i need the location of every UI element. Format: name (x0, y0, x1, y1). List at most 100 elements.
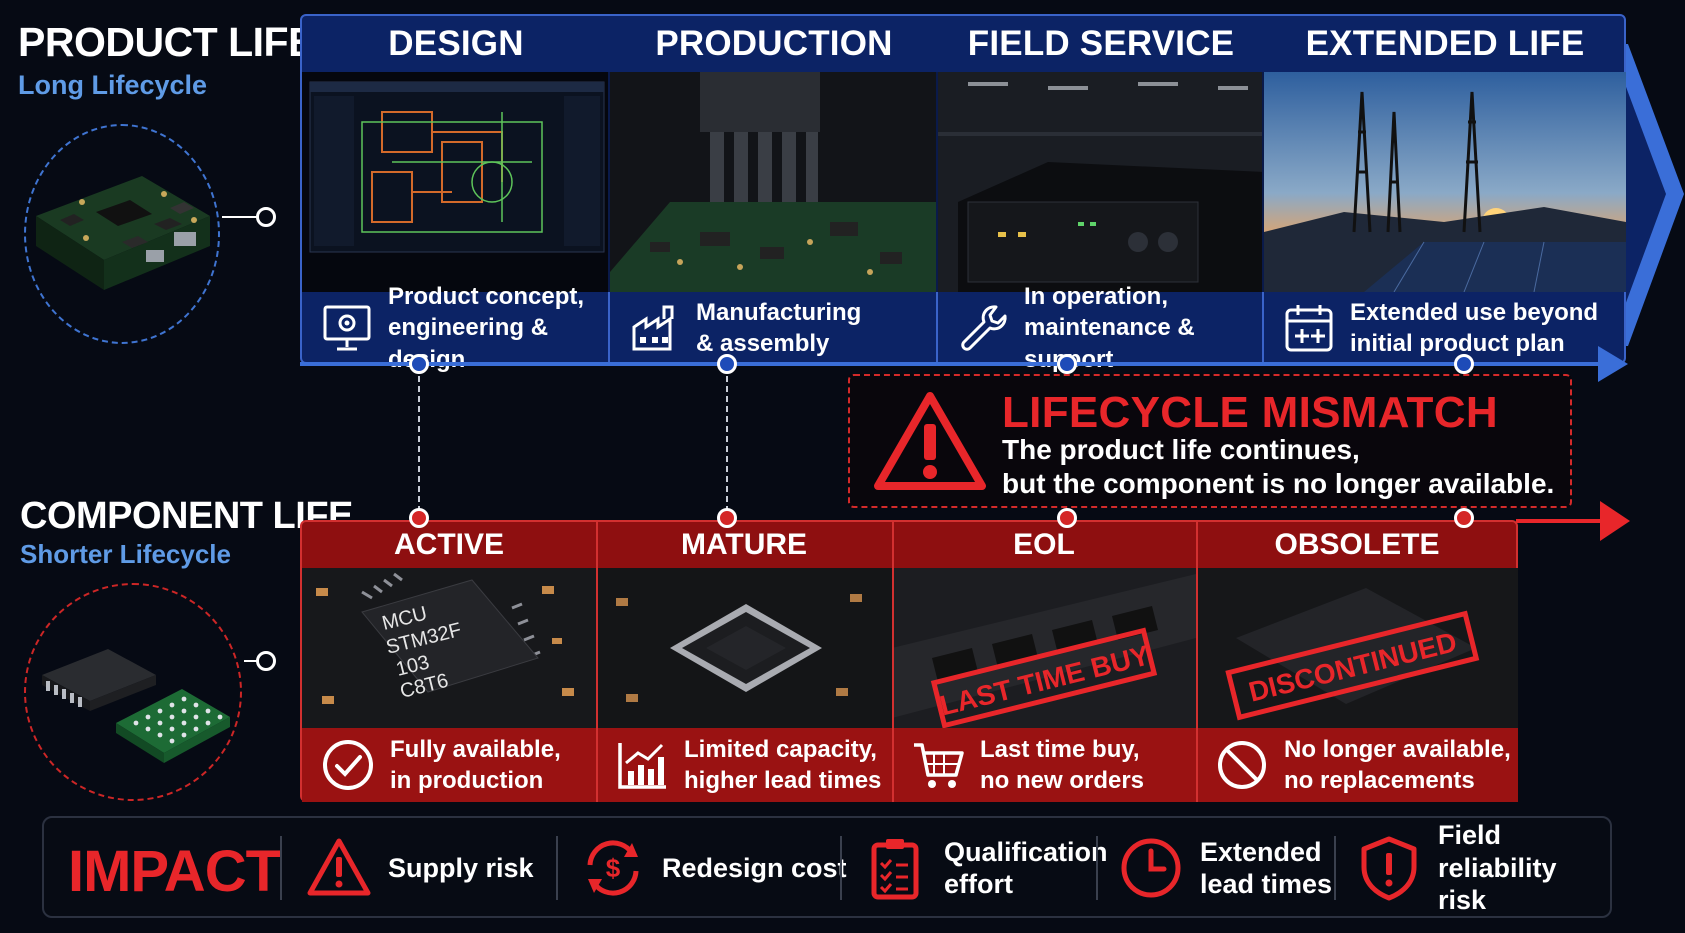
impact-extended-lead-times: Extended lead times (1118, 818, 1332, 918)
product-link-node (256, 207, 276, 227)
product-timeline-axis (300, 362, 1600, 366)
impact-item-3-line2: effort (944, 869, 1013, 899)
impact-supply-risk: Supply risk (306, 818, 534, 918)
dollar-cycle-icon: $ (587, 840, 639, 896)
eol-line2: no new orders (980, 767, 1145, 794)
equipment-rack-illustration (938, 72, 1262, 292)
component-divider-2 (892, 522, 894, 802)
impact-qualification-effort: Qualification effort (862, 818, 1108, 918)
clock-icon (1121, 838, 1181, 898)
component-node-obsolete (1454, 508, 1474, 528)
product-life-subtitle: Long Lifecycle (18, 70, 208, 100)
component-timeline-axis (1516, 519, 1616, 523)
cart-icon (914, 743, 964, 788)
extended-life-photo (1264, 72, 1626, 292)
active-line1: Fully available, (390, 735, 561, 763)
component-link-line (244, 660, 258, 662)
product-node-production (717, 354, 737, 374)
ic-chips-illustration (42, 649, 230, 763)
impact-separator (1334, 836, 1336, 900)
mcu-chip-illustration: MCU STM32F 103 C8T6 (302, 568, 596, 728)
field-service-description: In operation, maintenance & support (938, 283, 1264, 373)
active-line2: in production (390, 767, 544, 794)
lifecycle-mismatch-callout: LIFECYCLE MISMATCH The product life cont… (848, 374, 1572, 508)
obsolete-line2: no replacements (1284, 767, 1475, 794)
qfp-chip-illustration (596, 568, 892, 728)
calendar-plus-icon (1285, 305, 1333, 352)
component-life-subtitle: Shorter Lifecycle (20, 539, 231, 569)
component-link-node (256, 651, 276, 671)
impact-item-2-line1: Redesign cost (662, 852, 847, 883)
product-node-design (409, 354, 429, 374)
monitor-gear-icon (323, 305, 371, 351)
circuit-board-illustration (36, 176, 210, 290)
component-divider-1 (596, 522, 598, 802)
mismatch-line1: The product life continues, (1002, 434, 1360, 465)
eol-chips-photo: LAST TIME BUY (892, 568, 1196, 728)
product-link-line (222, 216, 258, 218)
trend-chart-icon (618, 743, 666, 789)
phase-head-design: DESIGN (388, 24, 524, 63)
component-node-active (409, 508, 429, 528)
connector-design-active (418, 376, 420, 512)
chip-reel-illustration: LAST TIME BUY (892, 568, 1196, 728)
product-life-title: PRODUCT LIFE (18, 19, 315, 65)
field-service-line1: In operation, (1024, 283, 1168, 311)
impact-separator (280, 836, 282, 900)
product-node-extended-life (1454, 354, 1474, 374)
discontinued-stamp (1225, 610, 1480, 721)
obsolete-line1: No longer available, (1284, 735, 1511, 763)
active-chip-photo: MCU STM32F 103 C8T6 (302, 568, 596, 728)
design-line1: Product concept, (388, 283, 585, 311)
impact-separator (1096, 836, 1098, 900)
wrench-icon (961, 305, 1007, 351)
component-chip-circle (24, 583, 242, 801)
dollar-glyph: $ (606, 853, 621, 883)
cad-screen-illustration (302, 81, 608, 292)
phase-head-field-service: FIELD SERVICE (967, 24, 1235, 63)
impact-item-4-line2: lead times (1200, 869, 1333, 899)
field-service-line2: maintenance & support (1024, 314, 1195, 372)
impact-item-1-line1: Supply risk (388, 852, 534, 883)
impact-field-reliability-risk: Field reliability risk (1356, 818, 1610, 918)
obsolete-chip-photo: DISCONTINUED (1196, 568, 1518, 728)
impact-bar: IMPACT Supply risk $ Redesign cost (42, 816, 1612, 918)
impact-separator (556, 836, 558, 900)
production-description: Manufacturing & assembly (610, 292, 938, 364)
eol-line1: Last time buy, (980, 735, 1140, 763)
connector-production-mature (726, 376, 728, 512)
mature-line2: higher lead times (684, 767, 882, 794)
phase-head-extended-life: EXTENDED LIFE (1305, 24, 1585, 63)
mature-line1: Limited capacity, (684, 735, 877, 763)
prohibited-icon (1218, 741, 1266, 789)
production-photo (610, 72, 938, 292)
extended-life-line1: Extended use beyond (1350, 298, 1599, 326)
warning-triangle-icon (874, 392, 986, 490)
pick-and-place-illustration (610, 72, 936, 292)
impact-item-3-line1: Qualification (944, 836, 1108, 867)
cell-towers-sunset-illustration (1264, 72, 1626, 292)
eol-description: Last time buy, no new orders (892, 728, 1196, 802)
mature-chip-photo (596, 568, 892, 728)
shield-alert-icon (1361, 836, 1417, 901)
product-node-field-service (1057, 354, 1077, 374)
phase-head-eol: EOL (1013, 528, 1075, 561)
phase-head-production: PRODUCTION (655, 24, 893, 63)
field-service-photo (938, 72, 1264, 292)
extended-life-description: Extended use beyond initial product plan (1264, 292, 1626, 364)
product-timeline-arrowhead (1598, 346, 1628, 382)
phase-head-active: ACTIVE (393, 528, 504, 561)
impact-redesign-cost: $ Redesign cost (580, 818, 847, 918)
phase-head-mature: MATURE (680, 528, 808, 561)
component-divider-3 (1196, 522, 1198, 802)
design-photo (302, 72, 610, 292)
component-timeline: ACTIVE MATURE EOL OBSOLETE MCU STM32F 10… (300, 520, 1518, 802)
warning-triangle-icon (307, 838, 371, 896)
product-board-circle (24, 124, 220, 344)
component-node-mature (717, 508, 737, 528)
clipboard-checklist-icon (871, 839, 919, 900)
impact-item-5-line1: Field reliability (1438, 820, 1557, 883)
active-description: Fully available, in production (302, 728, 596, 802)
design-description: Product concept, engineering & design (302, 283, 610, 373)
mature-description: Limited capacity, higher lead times (596, 728, 892, 802)
